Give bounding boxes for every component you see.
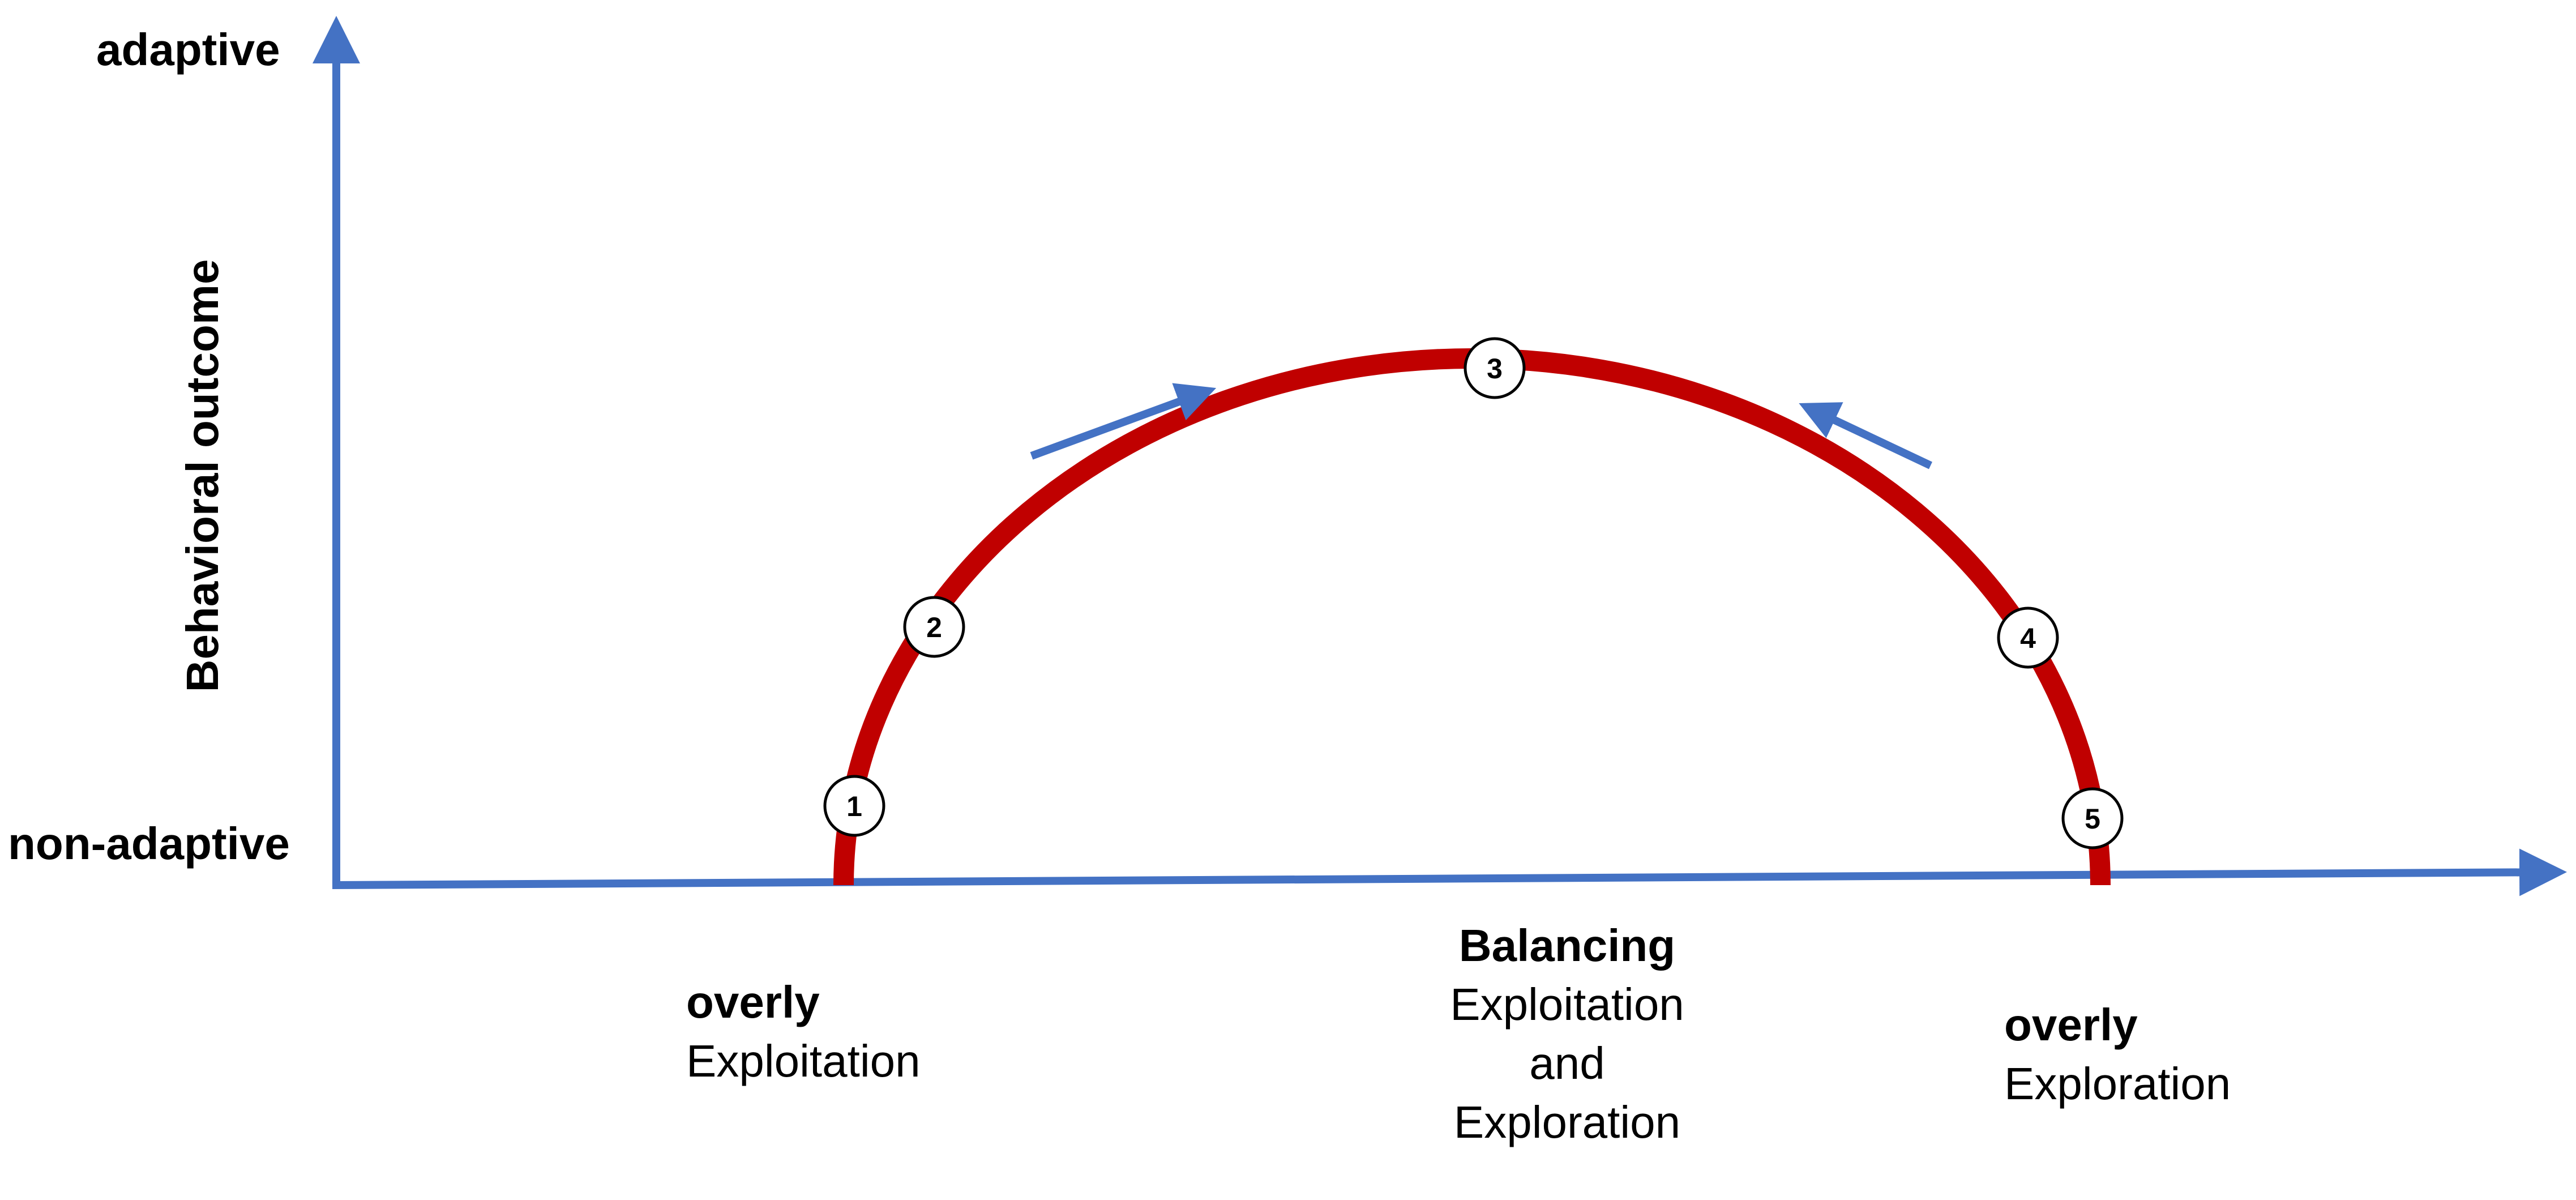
arrow-toward-balance-left: [1030, 383, 1217, 460]
outcome-curve: [833, 348, 2111, 886]
region-label-middle: Balancing Exploitation and Exploration: [1450, 916, 1684, 1152]
x-axis: [332, 848, 2567, 896]
region-middle-line2: and: [1529, 1038, 1605, 1088]
region-right-text: Exploration: [2004, 1058, 2231, 1109]
region-left-text: Exploitation: [686, 1036, 921, 1086]
y-axis-top-label: adaptive: [96, 24, 280, 75]
node-3: 3: [1464, 337, 1526, 399]
region-label-right: overly Exploration: [2004, 996, 2231, 1113]
region-middle-line1: Exploitation: [1450, 979, 1684, 1030]
y-axis-title: Behavioral outcome: [177, 259, 228, 693]
node-1: 1: [823, 775, 885, 837]
node-2: 2: [903, 596, 965, 658]
node-5: 5: [2061, 787, 2124, 849]
svg-text:4: 4: [2020, 622, 2036, 654]
arrow-toward-balance-right: [1799, 402, 1932, 469]
svg-text:5: 5: [2085, 803, 2100, 835]
y-axis-bottom-label: non-adaptive: [8, 818, 290, 869]
region-label-left: overly Exploitation: [686, 973, 921, 1091]
svg-text:2: 2: [926, 612, 942, 643]
region-middle-emphasis: Balancing: [1458, 920, 1676, 971]
region-left-emphasis: overly: [686, 977, 820, 1027]
region-middle-line3: Exploration: [1453, 1097, 1681, 1147]
node-4: 4: [1997, 607, 2059, 669]
svg-text:3: 3: [1487, 353, 1503, 385]
region-right-emphasis: overly: [2004, 1000, 2138, 1050]
svg-text:1: 1: [846, 791, 862, 822]
